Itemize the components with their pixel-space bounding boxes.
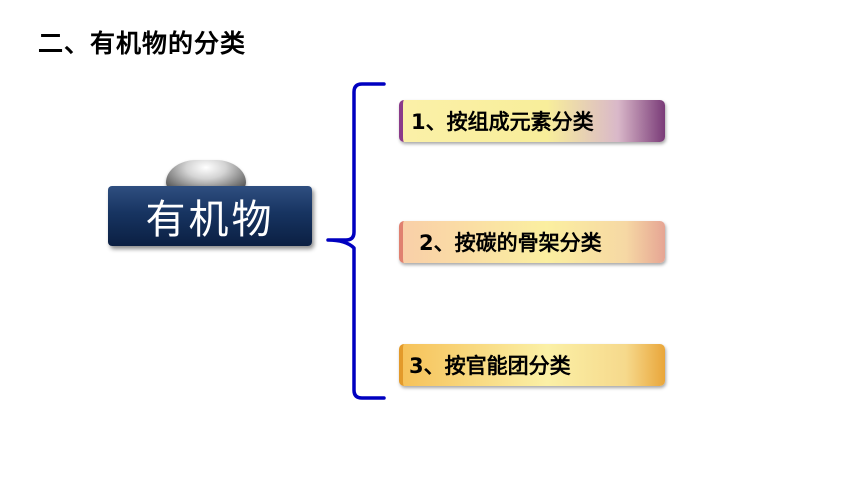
- brace-path: [326, 82, 386, 400]
- branch-by-elements: 1、按组成元素分类: [399, 100, 665, 142]
- branch-label: 3、按官能团分类: [409, 354, 571, 378]
- branch-label: 2、按碳的骨架分类: [419, 231, 602, 255]
- branch-label: 1、按组成元素分类: [411, 110, 594, 134]
- branch-by-carbon-skeleton: 2、按碳的骨架分类: [399, 221, 665, 263]
- root-node-label: 有机物: [145, 197, 275, 243]
- root-node: 有机物: [108, 186, 312, 246]
- branch-by-functional-group: 3、按官能团分类: [399, 344, 665, 386]
- page-title: 二、有机物的分类: [38, 29, 247, 58]
- dome-ornament: [166, 160, 246, 190]
